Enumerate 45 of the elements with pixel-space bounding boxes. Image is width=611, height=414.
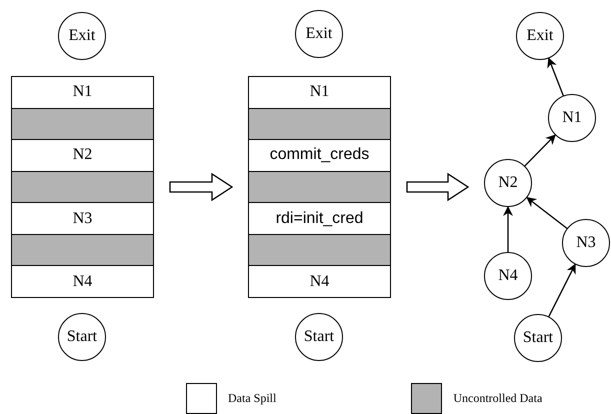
hollow-arrow [406, 172, 470, 202]
circle-node [484, 252, 532, 300]
node-label: N1 [72, 83, 92, 102]
node-label: rdi=init_cred [276, 210, 364, 228]
circle-node [548, 94, 596, 142]
arrow [548, 264, 576, 317]
arrow [503, 206, 513, 252]
node-label: Start [522, 329, 554, 347]
node-label: N3 [72, 210, 92, 228]
node-label: N2 [498, 174, 518, 192]
node-label: Exit [526, 27, 554, 45]
stack-box [11, 76, 154, 298]
node-label: N4 [498, 267, 518, 285]
circle-node [514, 314, 562, 362]
node-label: N1 [310, 83, 330, 102]
circle-node [484, 159, 532, 207]
node-label: N2 [72, 146, 92, 164]
circle-node [295, 313, 343, 361]
circle-node [58, 313, 106, 361]
node-label: N4 [310, 272, 330, 291]
circle-node [58, 12, 106, 60]
legend-label: Uncontrolled Data [453, 391, 542, 406]
uncontrolled-data-row [249, 170, 390, 202]
circle-node [516, 12, 564, 60]
node-label: N1 [562, 109, 582, 127]
arrow [526, 197, 568, 229]
circle-node [562, 219, 610, 267]
node-label: N3 [576, 234, 596, 252]
hollow-arrow [169, 172, 234, 202]
uncontrolled-data-row [12, 234, 153, 266]
node-label: Exit [306, 25, 332, 43]
uncontrolled-data-row [249, 234, 390, 266]
stack-box [248, 76, 391, 298]
uncontrolled-data-row [12, 170, 153, 202]
node-label: Start [66, 328, 98, 346]
uncontrolled-data-row [249, 108, 390, 140]
node-label: Start [304, 328, 334, 346]
arrow [547, 57, 564, 96]
arrow [524, 134, 556, 166]
legend-label: Data Spill [228, 391, 276, 406]
circle-node [295, 10, 343, 58]
node-label: commit_creds [270, 146, 370, 164]
node-label: N4 [72, 272, 92, 291]
uncontrolled-data-row [12, 108, 153, 140]
node-label: Exit [68, 27, 96, 45]
